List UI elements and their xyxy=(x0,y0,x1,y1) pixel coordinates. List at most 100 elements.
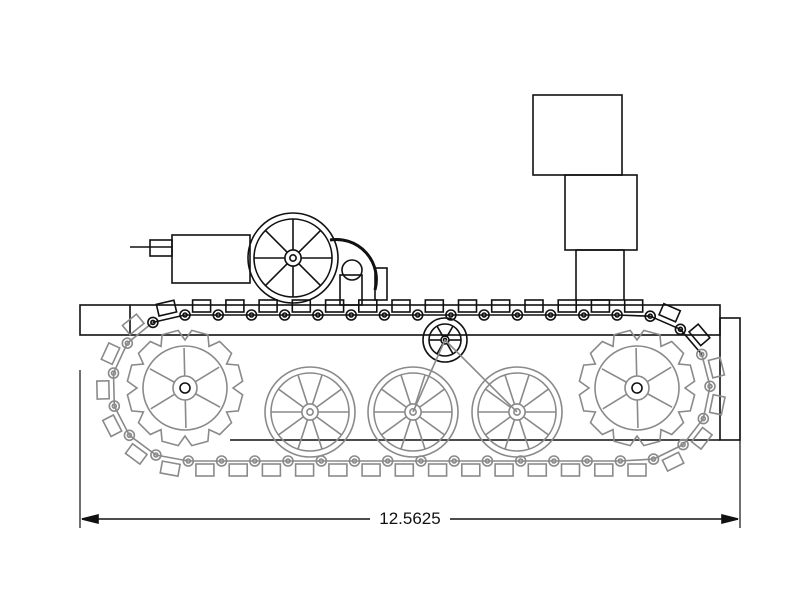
sprocket-hub xyxy=(172,375,198,401)
sprocket-spoke xyxy=(183,347,186,377)
road-wheel-2 xyxy=(367,366,459,458)
track-link-tooth xyxy=(155,299,178,317)
wheel-spoke xyxy=(518,374,530,405)
wheel-spoke xyxy=(504,419,516,450)
track-link-tooth xyxy=(524,299,544,313)
wheel-spoke xyxy=(311,374,323,405)
track-link-tooth xyxy=(357,299,378,313)
engine-bracket-2 xyxy=(374,267,388,301)
track-link-tooth xyxy=(490,299,511,313)
drive-sprocket-front xyxy=(126,329,244,447)
wheel-spoke xyxy=(436,325,444,337)
wheel-axle xyxy=(409,408,417,416)
track-link-tooth xyxy=(560,463,581,477)
sprocket-spoke xyxy=(636,399,639,429)
track-link-tooth xyxy=(707,356,726,379)
wheel-hub xyxy=(284,249,302,267)
wheel-spoke xyxy=(316,416,343,436)
sprocket-spoke xyxy=(647,393,673,408)
idler-wheel xyxy=(422,317,468,363)
wheel-spoke xyxy=(400,419,412,450)
track-link-pin xyxy=(123,429,136,442)
track-link-tooth xyxy=(687,322,711,347)
suspension-arm xyxy=(444,339,518,413)
wheel-spoke xyxy=(298,263,322,287)
hull xyxy=(79,304,741,441)
track-link-tooth xyxy=(121,312,146,336)
track-link-pin xyxy=(674,323,687,336)
stack-top-box xyxy=(532,94,623,176)
track-link-tooth xyxy=(457,299,478,313)
track-link-pin-center xyxy=(153,452,159,458)
track-link-pin-center xyxy=(680,441,686,448)
sprocket-spoke xyxy=(602,393,628,410)
track-link-tooth xyxy=(261,463,282,477)
track-link-pin xyxy=(695,348,708,361)
sprocket-hub xyxy=(624,375,650,401)
steam-engine xyxy=(130,234,388,306)
engine-cylinder xyxy=(171,234,251,284)
track-link-tooth xyxy=(394,463,415,477)
track-link-tooth xyxy=(460,463,481,477)
track-link-tooth xyxy=(593,463,614,477)
wheel-spoke xyxy=(277,416,304,436)
track-link-tooth xyxy=(424,299,445,313)
track-link-pin xyxy=(147,316,159,329)
wheel-spoke xyxy=(311,419,323,450)
wheel-spoke xyxy=(419,388,446,408)
sprocket-rim xyxy=(142,345,228,431)
track-link-tooth xyxy=(258,299,278,313)
wheel-axle xyxy=(306,408,314,416)
wheel-rim xyxy=(264,366,356,458)
track-link-pin xyxy=(121,337,134,350)
track-link-tooth xyxy=(191,299,212,313)
sprocket-spoke xyxy=(184,399,187,429)
sprocket-spoke xyxy=(150,393,176,410)
track-link-pin xyxy=(150,449,162,461)
exhaust-stack xyxy=(532,94,638,301)
wheel-spoke xyxy=(414,419,426,450)
wheel-spoke xyxy=(414,374,426,405)
track-link-tooth xyxy=(228,463,248,477)
track-link-pin xyxy=(182,455,195,467)
track-link-tooth xyxy=(195,463,215,477)
wheel-rim xyxy=(422,317,468,363)
track-link-tooth xyxy=(494,463,514,477)
dimension-label: 12.5625 xyxy=(370,508,450,530)
sprocket-spoke xyxy=(149,368,175,383)
track-link-tooth xyxy=(159,460,182,478)
suspension-arm xyxy=(412,339,446,413)
sprocket-spoke xyxy=(635,347,638,377)
track-link-pin-center xyxy=(700,415,707,422)
track-link-bar xyxy=(152,314,186,324)
arrowhead-left xyxy=(81,513,99,525)
stack-middle-box xyxy=(564,174,638,251)
track-link-tooth xyxy=(427,463,448,477)
track-link-tooth xyxy=(328,463,348,477)
stack-lower-box xyxy=(575,249,625,301)
overall-length-dimension xyxy=(79,370,741,528)
sprocket-spoke xyxy=(195,393,221,408)
wheel-spoke xyxy=(446,325,454,337)
track-link-tooth xyxy=(690,426,714,451)
wheel-spoke xyxy=(523,416,550,436)
track-link-tooth xyxy=(100,341,121,366)
wheel-rim xyxy=(367,366,459,458)
track-link-tooth xyxy=(101,413,123,438)
wheel-spoke xyxy=(484,388,511,408)
track-link-pin xyxy=(704,380,716,393)
wheel-spoke xyxy=(523,388,550,408)
drive-sprocket-rear xyxy=(578,329,696,447)
engine-gear-arc xyxy=(329,238,378,291)
track-link-tooth xyxy=(391,299,411,313)
track-link-pin xyxy=(677,438,689,451)
track-link-tooth xyxy=(291,299,312,313)
wheel-spoke xyxy=(297,374,309,405)
sprocket-teeth xyxy=(126,329,244,447)
sprocket-axle xyxy=(179,382,191,394)
sprocket-rim xyxy=(594,345,680,431)
sprocket-spoke xyxy=(646,366,672,383)
track-link-tooth xyxy=(225,299,245,313)
